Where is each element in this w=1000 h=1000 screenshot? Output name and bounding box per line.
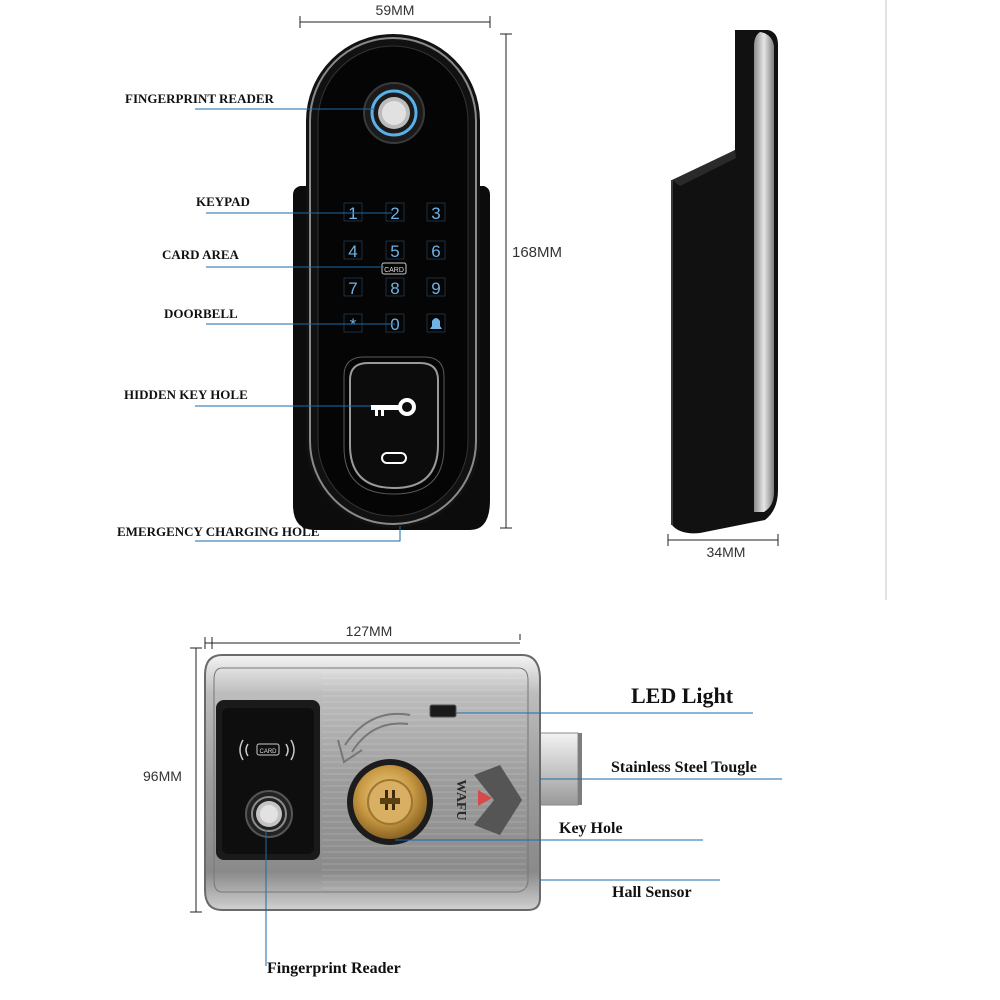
label-rim-fingerprint-reader: Fingerprint Reader [267, 960, 401, 977]
label-emergency-charging-hole: EMERGENCY CHARGING HOLE [117, 524, 319, 539]
keypad-key-label: 8 [390, 279, 399, 298]
label-hidden-key-hole: HIDDEN KEY HOLE [124, 387, 248, 402]
key-icon [371, 398, 416, 416]
label-fingerprint-reader: FINGERPRINT READER [125, 91, 275, 106]
card-badge-text: CARD [384, 267, 404, 274]
keypad-key-label: 2 [390, 204, 399, 223]
brand-logo: WAFU [453, 765, 522, 835]
keypad-key-3[interactable]: 3 [426, 202, 446, 223]
charging-slot[interactable] [381, 452, 407, 464]
keypad-key-4[interactable]: 4 [343, 240, 363, 261]
label-card-area: CARD AREA [162, 247, 240, 262]
svg-text:168MM: 168MM [512, 244, 562, 261]
rfid-icon [239, 739, 295, 761]
label-doorbell: DOORBELL [164, 306, 238, 321]
keypad-key-label: 7 [348, 279, 357, 298]
key-cylinder[interactable] [347, 759, 433, 845]
card-area: CARD [381, 262, 407, 275]
svg-text:59MM: 59MM [376, 2, 415, 18]
rim-fingerprint-sensor[interactable] [245, 790, 293, 838]
keypad-key-label: 4 [348, 242, 357, 261]
keypad-key-6[interactable]: 6 [426, 240, 446, 261]
arrow-icon [337, 712, 411, 764]
svg-text:WAFU: WAFU [453, 779, 468, 820]
rim-width-dimension: 127MM [204, 623, 521, 649]
hidden-key-hole[interactable] [343, 356, 445, 495]
led-light [429, 704, 457, 718]
rim-reader-panel: CARD [216, 700, 320, 860]
front-width-dimension: 59MM [299, 2, 491, 28]
side-view: 34MM [667, 30, 779, 560]
keypad-key-label: 5 [390, 242, 399, 261]
label-stainless-steel-tougle: Stainless Steel Tougle [611, 759, 757, 776]
keypad-key-5[interactable]: 5 [385, 240, 405, 261]
keypad-key-9[interactable]: 9 [426, 277, 446, 298]
front-labels: FINGERPRINT READER KEYPAD CARD AREA DOOR… [117, 91, 401, 542]
keypad-key-label: 6 [431, 242, 440, 261]
keypad-key-bell[interactable] [426, 313, 446, 333]
doorbell-icon [430, 318, 442, 329]
rim-card-badge-text: CARD [259, 749, 277, 755]
keypad-key-7[interactable]: 7 [343, 277, 363, 298]
keypad-key-label: 3 [431, 204, 440, 223]
front-height-dimension: 168MM [500, 33, 562, 529]
fingerprint-reader[interactable] [363, 82, 425, 144]
keypad-key-label: 9 [431, 279, 440, 298]
label-keypad: KEYPAD [196, 194, 250, 209]
label-hall-sensor: Hall Sensor [612, 884, 692, 901]
label-led-light: LED Light [631, 683, 734, 708]
rim-labels: LED Light Stainless Steel Tougle Key Hol… [265, 683, 782, 977]
svg-text:96MM: 96MM [143, 768, 182, 784]
keypad-key-8[interactable]: 8 [385, 277, 405, 298]
label-key-hole: Key Hole [559, 820, 623, 837]
svg-text:34MM: 34MM [707, 544, 746, 560]
side-depth-dimension: 34MM [667, 534, 779, 560]
svg-text:127MM: 127MM [346, 623, 393, 639]
rim-height-dimension: 96MM [143, 647, 202, 913]
keypad-key-2[interactable]: 2 [385, 202, 405, 223]
rim-lock-view: CARD WAFU [143, 623, 582, 913]
